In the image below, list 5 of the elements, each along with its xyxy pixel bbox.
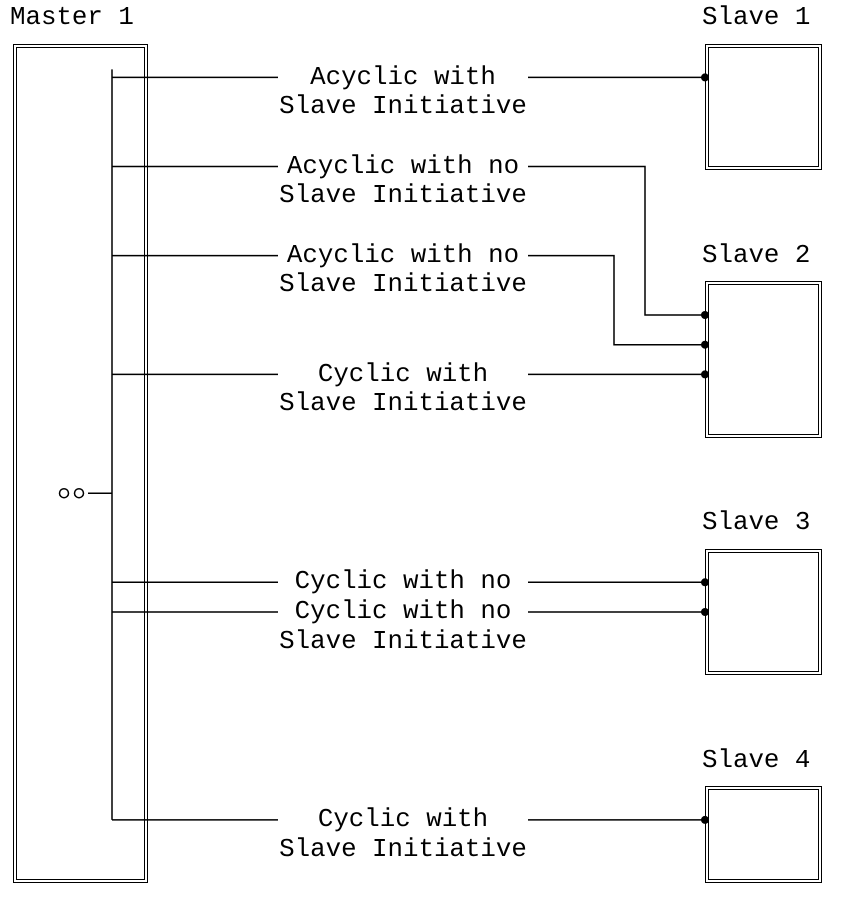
- box-title: Slave 4: [702, 746, 810, 776]
- box-title: Slave 1: [702, 3, 810, 33]
- box-title: Slave 2: [702, 240, 810, 270]
- box-title: Master 1: [10, 3, 134, 33]
- box-title: Slave 3: [702, 508, 810, 538]
